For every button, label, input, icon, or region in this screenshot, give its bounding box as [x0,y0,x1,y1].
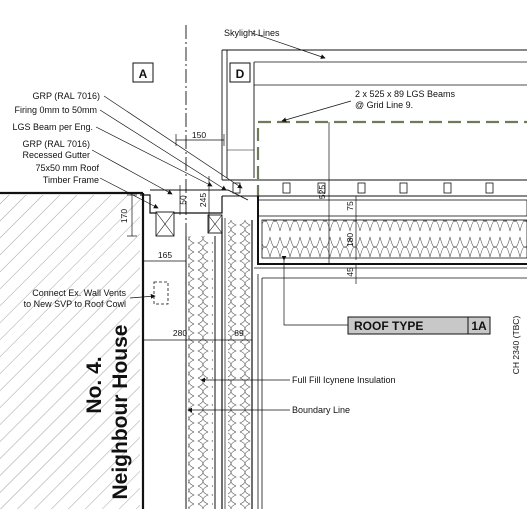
dim-180: 180 [345,233,355,247]
dim-525: 525 [317,185,327,199]
dim-245: 245 [198,193,208,207]
wall-section [185,218,527,509]
roof-type-tag: ROOF TYPE 1A [347,316,491,335]
roof-buildup [140,179,527,269]
gutter-label-2: Recessed Gutter [22,150,90,160]
insulation-label: Full Fill Icynene Insulation [292,375,396,385]
roof-type-label: ROOF TYPE [354,319,423,333]
dim-165: 165 [158,250,172,260]
wall-vent [153,281,169,305]
beams-label-1: 2 x 525 x 89 LGS Beams [355,89,456,99]
vents-label-2: to New SVP to Roof Cowl [24,299,126,309]
grid-marker-d: D [229,62,251,83]
neighbour-house-label: Neighbour House [109,324,132,499]
dim-75: 75 [345,201,355,211]
svg-text:D: D [236,67,245,81]
ceiling-height-note: CH 2340 (TBC) [511,316,521,375]
dim-45: 45 [345,267,355,277]
gutter-label-1: GRP (RAL 7016) [22,139,90,149]
boundary-label: Boundary Line [292,405,350,415]
svg-text:A: A [139,67,148,81]
grid-marker-a: A [132,62,154,83]
timber-label-2: Timber Frame [43,175,99,185]
timber-label-1: 75x50 mm Roof [35,163,99,173]
skylight-label: Skylight Lines [224,28,280,38]
lgs-beam-outline [256,120,527,198]
dim-170: 170 [119,209,129,223]
dim-280: 280 [173,328,187,338]
firring-label: Firing 0mm to 50mm [14,105,97,115]
dim-150: 150 [192,130,206,140]
neighbour-house [0,191,169,509]
roof-type-code: 1A [471,319,487,333]
skylight-frame [221,49,527,180]
vents-label-1: Connect Ex. Wall Vents [32,288,126,298]
dim-89: 89 [234,328,244,338]
dim-50: 50 [178,195,188,205]
leader-lines [91,32,352,413]
lgs-beam-label: LGS Beam per Eng. [12,122,93,132]
grp-label: GRP (RAL 7016) [32,91,100,101]
beams-label-2: @ Grid Line 9. [355,100,413,110]
neighbour-number: No. 4. [83,356,106,413]
